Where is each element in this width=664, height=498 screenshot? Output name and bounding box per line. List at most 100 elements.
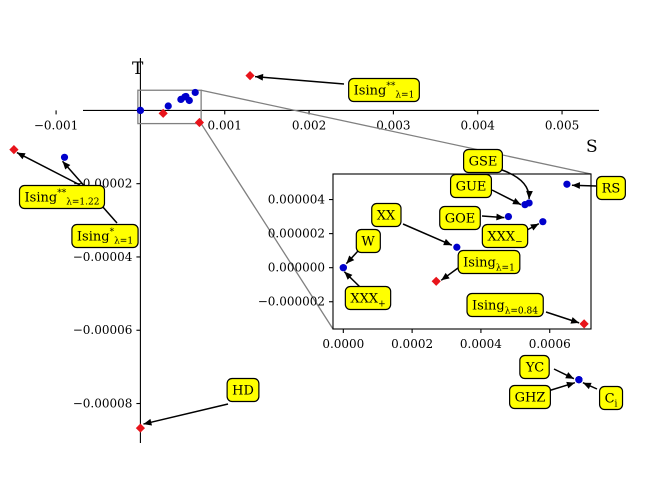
inset-x-tick-label: 0.0000	[322, 337, 364, 351]
arrow-head	[526, 190, 533, 199]
annotation-subscript: λ=1	[395, 91, 414, 101]
annotation-rs: RS	[596, 175, 626, 201]
annotation-base: XXX	[350, 292, 379, 307]
annotation-w: W	[355, 228, 381, 254]
annotation-ising-1: Isingλ=1	[457, 249, 521, 275]
x-tick-label: 0.001	[208, 118, 242, 132]
annotation-subscript: λ=1	[114, 237, 133, 247]
annotation-goe: GOE	[439, 205, 481, 231]
annotation-arrow	[143, 403, 229, 425]
point-rs	[191, 88, 199, 97]
annotation-ghz: GHZ	[509, 384, 551, 410]
point-ising-1	[245, 70, 255, 81]
x-axis-label: S	[586, 137, 598, 157]
annotation-base: GHZ	[515, 391, 546, 406]
arrow-head	[346, 255, 355, 264]
annotation-hd: HD	[226, 377, 260, 403]
annotation-text: RS	[602, 182, 621, 197]
annotation-text: GHZ	[515, 391, 546, 406]
inset-x-tick-label: 0.0002	[391, 337, 433, 351]
annotation-box	[355, 228, 381, 254]
annotation-arrow	[254, 75, 345, 85]
annotation-base: RS	[602, 182, 621, 197]
arrow-head	[566, 381, 575, 389]
annotation-xxx-minus: XXX−	[481, 223, 529, 249]
point-xx	[164, 102, 172, 110]
point-ising-0-84	[194, 117, 205, 128]
annotation-yc: YC	[519, 354, 550, 380]
point-goe	[504, 212, 513, 221]
arrow-head	[62, 161, 71, 170]
annotation-xxx-plus: XXX+	[344, 285, 392, 311]
annotation-gse: GSE	[463, 148, 503, 174]
annotation-box	[439, 205, 481, 231]
annotation-text: W	[361, 235, 375, 250]
annotation-base: XX	[377, 209, 396, 224]
inset-points	[339, 180, 589, 329]
annotation-box	[509, 384, 551, 410]
annotation-base: Ising	[25, 191, 58, 206]
inset-x-tick-label: 0.0006	[529, 337, 571, 351]
annotation-arrows	[16, 73, 598, 426]
point-xx	[453, 243, 461, 251]
arrow-head	[565, 372, 574, 379]
annotation-subscript: −	[515, 238, 523, 248]
annotation-subscript: λ=1	[496, 264, 515, 274]
point-rs	[563, 180, 571, 188]
arrow-head	[582, 382, 592, 390]
point-ising-1	[431, 276, 441, 286]
arrow-head	[496, 213, 505, 221]
annotation-text: Isingλ=0.84	[472, 299, 538, 317]
annotation-box	[348, 77, 420, 103]
arrow-head	[570, 317, 580, 324]
annotation-box	[519, 354, 550, 380]
annotation-superscript: **	[57, 189, 67, 199]
zoom-box	[137, 89, 202, 125]
annotation-base: GOE	[445, 212, 476, 227]
arrow-head	[143, 418, 152, 426]
annotation-base: HD	[232, 384, 254, 399]
annotation-text: Ising**λ=1	[354, 82, 415, 101]
annotation-text: GOE	[445, 212, 476, 227]
annotation-ising-084: Isingλ=0.84	[466, 292, 544, 318]
annotation-base: W	[361, 235, 375, 250]
arrow-head	[16, 152, 26, 160]
annotation-base: Ising	[77, 230, 110, 245]
arrow-head	[441, 272, 450, 281]
arrow-head	[530, 223, 539, 231]
annotation-base: GUE	[456, 180, 487, 195]
annotation-text: Ci	[605, 392, 618, 410]
arrow-head	[512, 198, 521, 205]
annotation-box	[344, 285, 392, 311]
annotation-box	[466, 292, 544, 318]
annotation-ising-ss-1: Ising**λ=1	[348, 77, 420, 103]
annotation-box	[481, 223, 529, 249]
annotation-text: GUE	[456, 180, 487, 195]
inset-x-tick-label: 0.0004	[460, 337, 502, 351]
annotation-box	[71, 223, 139, 249]
zoom-connector-bottom	[200, 123, 334, 330]
y-tick-label: −0.00004	[73, 250, 133, 264]
annotation-box	[226, 377, 260, 403]
annotation-text: Ising**λ=1.22	[25, 189, 100, 208]
arrow-head	[344, 271, 353, 280]
annotation-ising-ss-122: Ising**λ=1.22	[18, 184, 106, 210]
y-tick-label: −0.00006	[73, 323, 133, 337]
annotation-base: XXX	[487, 230, 516, 245]
annotation-base: Ising	[463, 256, 496, 271]
x-tick-label: 0.004	[461, 118, 496, 132]
y-tick-label: −0.00008	[73, 397, 133, 411]
inset-y-tick-label: 0.000000	[268, 261, 325, 275]
inset-y-tick-label: 0.000004	[268, 193, 326, 207]
zoom-connector-top	[200, 89, 592, 175]
annotation-text: YC	[525, 361, 544, 376]
annotation-text: HD	[232, 384, 254, 399]
x-tick-label: −0.001	[34, 118, 78, 132]
annotation-base: C	[605, 392, 615, 407]
annotation-base: Ising	[354, 84, 387, 99]
annotation-superscript: *	[110, 228, 115, 238]
